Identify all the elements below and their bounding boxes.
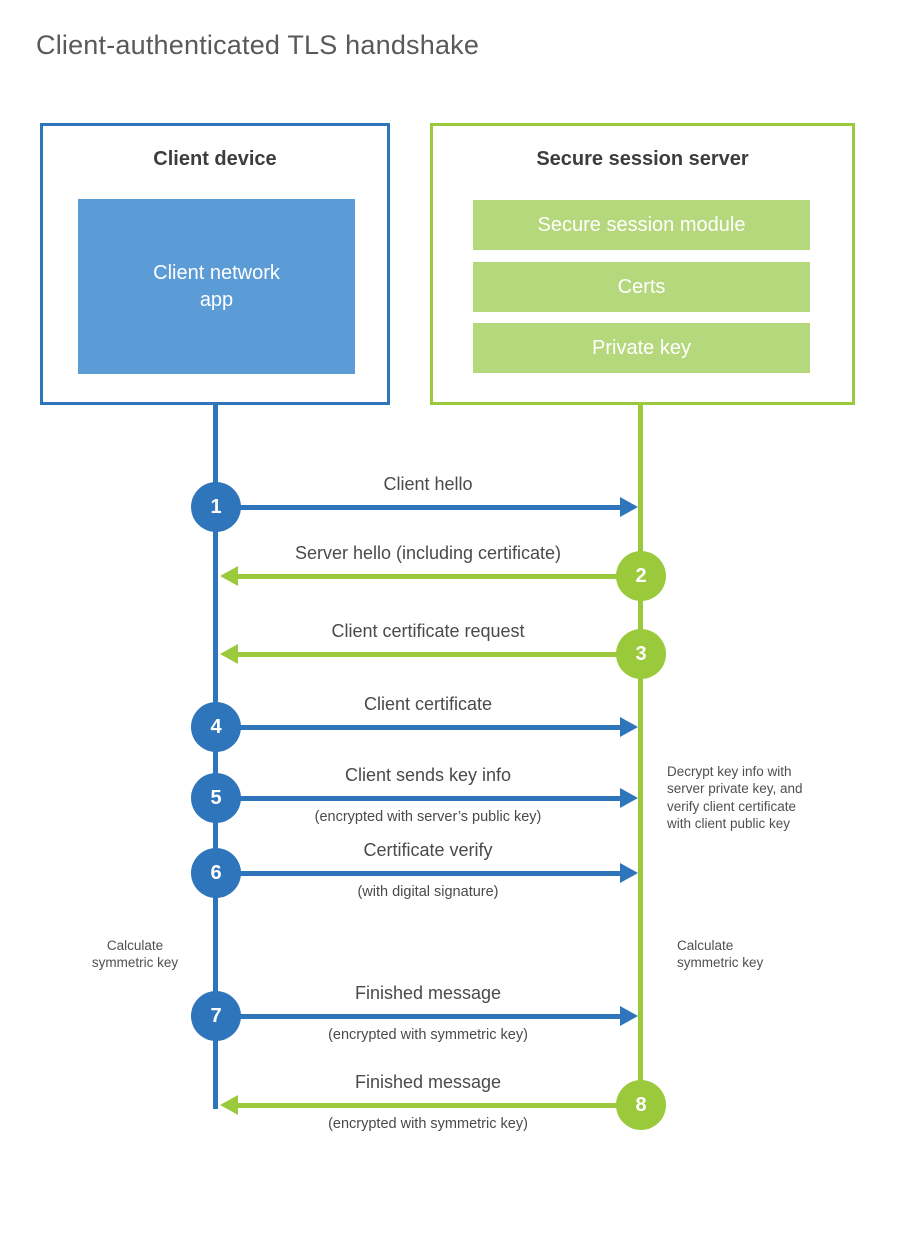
arrow-head-icon xyxy=(620,863,638,883)
decrypt-note: Decrypt key info with server private key… xyxy=(667,764,803,831)
server-module-secure-session: Secure session module xyxy=(473,200,810,250)
arrow-head-icon xyxy=(620,717,638,737)
server-module-certs: Certs xyxy=(473,262,810,312)
server-box-title: Secure session server xyxy=(536,148,749,170)
client-network-app-box: Client network app xyxy=(78,199,355,374)
calculate-note-left: Calculate symmetric key xyxy=(91,938,179,971)
step-circle: 6 xyxy=(191,848,241,898)
step-circle: 7 xyxy=(191,991,241,1041)
page-title: Client-authenticated TLS handshake xyxy=(36,30,480,60)
message-label: Client sends key info xyxy=(344,765,512,785)
message-arrow xyxy=(216,871,620,876)
client-device-box: Client device Client network app xyxy=(40,123,390,405)
message-arrow xyxy=(216,725,620,730)
message-arrow xyxy=(216,796,620,801)
calculate-note-right: Calculate symmetric key xyxy=(677,938,764,971)
message-label: Server hello (including certificate) xyxy=(294,543,562,563)
server-module-private-key: Private key xyxy=(473,323,810,373)
client-lifeline xyxy=(213,405,218,1109)
message-arrow xyxy=(238,1103,641,1108)
server-lifeline xyxy=(638,405,643,1105)
step-circle: 4 xyxy=(191,702,241,752)
message-arrow xyxy=(238,574,641,579)
step-circle: 3 xyxy=(616,629,666,679)
message-label: Client certificate xyxy=(363,694,493,714)
step-circle: 8 xyxy=(616,1080,666,1130)
server-box: Secure session server Secure session mod… xyxy=(430,123,855,405)
arrow-head-icon xyxy=(620,497,638,517)
arrow-head-icon xyxy=(620,788,638,808)
step-circle: 1 xyxy=(191,482,241,532)
step-circle: 5 xyxy=(191,773,241,823)
arrow-head-icon xyxy=(220,1095,238,1115)
message-sublabel: (encrypted with symmetric key) xyxy=(328,1027,528,1043)
message-arrow xyxy=(216,505,620,510)
message-arrow xyxy=(216,1014,620,1019)
arrow-head-icon xyxy=(220,644,238,664)
message-label: Finished message xyxy=(354,983,502,1003)
message-label: Certificate verify xyxy=(363,840,493,860)
message-arrow xyxy=(238,652,641,657)
message-label: Finished message xyxy=(354,1072,502,1092)
message-sublabel: (with digital signature) xyxy=(357,884,499,900)
client-device-title: Client device xyxy=(153,148,277,170)
arrow-head-icon xyxy=(220,566,238,586)
message-sublabel: (encrypted with server’s public key) xyxy=(314,809,542,825)
step-circle: 2 xyxy=(616,551,666,601)
arrow-head-icon xyxy=(620,1006,638,1026)
message-label: Client certificate request xyxy=(331,621,525,641)
message-sublabel: (encrypted with symmetric key) xyxy=(328,1116,528,1132)
message-label: Client hello xyxy=(383,474,473,494)
